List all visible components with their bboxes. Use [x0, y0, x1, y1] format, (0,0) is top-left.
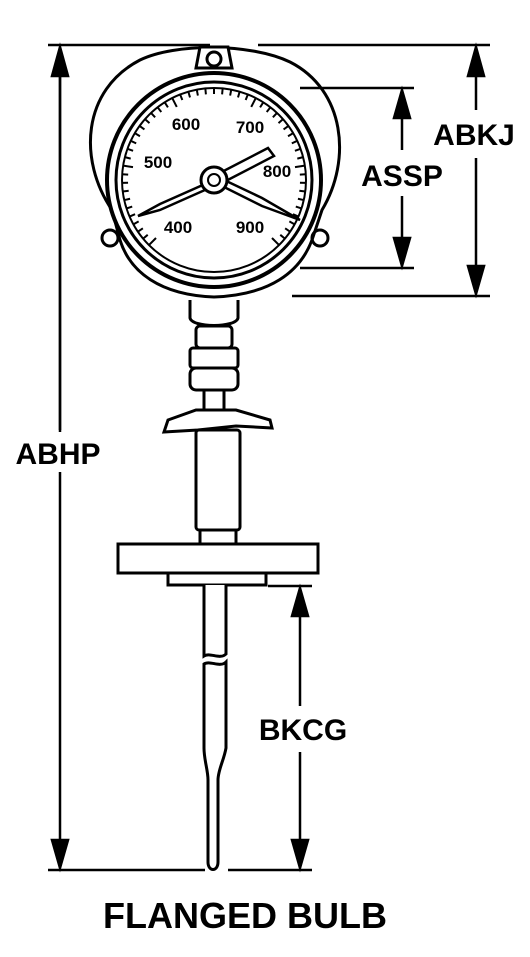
screw-hole-left [102, 230, 118, 246]
hex-nut [190, 348, 238, 368]
flange [118, 544, 318, 573]
dial-tick [299, 191, 305, 192]
scale-label-700: 700 [236, 118, 264, 137]
scale-label-900: 900 [236, 218, 264, 237]
dial-tick [230, 90, 231, 96]
dial-tick [222, 88, 223, 94]
label-assp: ASSP [361, 160, 443, 193]
gauge-neck [190, 300, 238, 326]
stem-lower-neck [200, 530, 236, 544]
scale-label-400: 400 [164, 218, 192, 237]
scale-label-800: 800 [263, 162, 291, 181]
label-abhp: ABHP [15, 438, 100, 471]
scale-label-500: 500 [144, 153, 172, 172]
fitting-neck [204, 390, 224, 410]
hex-nut-lower [190, 368, 238, 390]
dial-tick [197, 90, 198, 96]
bulb-upper [204, 585, 226, 656]
label-abkj: ABKJ [433, 119, 515, 152]
flange-gasket [168, 573, 266, 585]
dial-tick [123, 191, 129, 192]
dial-tick [124, 199, 130, 200]
diagram-caption: FLANGED BULB [103, 895, 387, 936]
fitting-upper [196, 326, 232, 348]
label-bkcg: BKCG [259, 714, 347, 747]
dial-tick [205, 88, 206, 94]
dial-tick [298, 199, 304, 200]
bulb-lower [204, 662, 226, 870]
stem-tube [196, 430, 240, 530]
screw-hole-right [312, 230, 328, 246]
scale-label-600: 600 [172, 115, 200, 134]
